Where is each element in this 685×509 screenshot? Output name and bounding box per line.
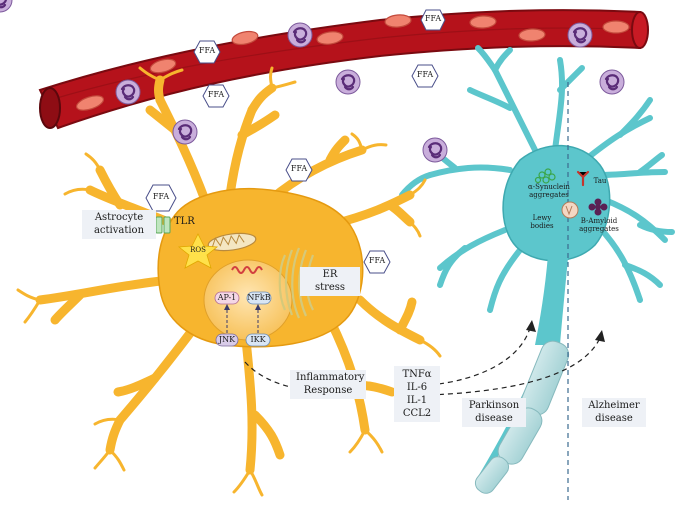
cytokine-tnfa: TNFα bbox=[402, 369, 432, 380]
jnk-label: JNK bbox=[218, 335, 236, 344]
tlr-receptor-icon bbox=[155, 216, 171, 234]
arrowhead-parkinson bbox=[526, 320, 536, 332]
arrowhead-alzheimer bbox=[595, 330, 605, 342]
ffa-label: FFA bbox=[290, 164, 308, 173]
ffa-label: FFA bbox=[207, 90, 225, 99]
red-blood-cells bbox=[75, 14, 630, 111]
alpha-synuclein-icon bbox=[534, 168, 556, 184]
cytokine-ccl2: CCL2 bbox=[402, 408, 432, 419]
lewy-body-icon bbox=[561, 201, 579, 219]
ffa-label: FFA bbox=[416, 70, 434, 79]
dna-icon bbox=[231, 266, 263, 274]
ffa-marker: FFA bbox=[420, 9, 446, 31]
ffa-label: FFA bbox=[424, 14, 442, 23]
ffa-marker: FFA bbox=[363, 250, 391, 274]
ikk-factor bbox=[245, 333, 271, 347]
ffa-marker: FFA bbox=[193, 40, 221, 64]
cytokine-il6: IL-6 bbox=[406, 382, 428, 393]
tau-icon bbox=[576, 170, 590, 187]
ros-label: ROS bbox=[190, 246, 206, 254]
ffa-marker: FFA bbox=[202, 84, 230, 108]
tau-label: Tau bbox=[593, 177, 607, 185]
jnk-factor bbox=[215, 333, 239, 347]
er-stress-label: ER stress bbox=[300, 267, 360, 296]
ros-star-icon bbox=[177, 233, 219, 269]
parkinson-disease-label: Parkinson disease bbox=[462, 398, 526, 427]
ffa-label: FFA bbox=[368, 256, 386, 265]
astrocyte bbox=[16, 66, 442, 497]
ffa-label: FFA bbox=[198, 46, 216, 55]
alzheimer-disease-label: Alzheimer disease bbox=[582, 398, 646, 427]
mitochondrion-icon bbox=[207, 232, 257, 252]
blood-vessel bbox=[38, 9, 649, 130]
ffa-marker: FFA bbox=[145, 184, 177, 212]
b-amyloid-label: B-Amyloid aggregates bbox=[579, 217, 619, 233]
nfkb-label: NFkB bbox=[247, 293, 271, 302]
lewy-bodies-label: Lewy bodies bbox=[530, 214, 554, 230]
tlr-label: TLR bbox=[174, 216, 195, 227]
cytokine-il1: IL-1 bbox=[406, 395, 428, 406]
alpha-synuclein-label: α-Synuclein aggregates bbox=[528, 183, 570, 199]
inflammatory-response-label: Inflammatory Response bbox=[290, 370, 366, 399]
b-amyloid-icon bbox=[588, 198, 608, 216]
cytokine-list: TNFα IL-6 IL-1 CCL2 bbox=[394, 366, 440, 422]
ap1-label: AP-1 bbox=[217, 293, 237, 302]
astrocyte-activation-label: Astrocyte activation bbox=[82, 210, 156, 239]
ikk-label: IKK bbox=[250, 335, 266, 344]
ffa-marker: FFA bbox=[411, 64, 439, 88]
nfkb-factor bbox=[246, 291, 272, 305]
ffa-label: FFA bbox=[152, 192, 170, 201]
immune-cells bbox=[0, 0, 626, 164]
axon bbox=[474, 340, 570, 494]
ffa-marker: FFA bbox=[285, 158, 313, 182]
